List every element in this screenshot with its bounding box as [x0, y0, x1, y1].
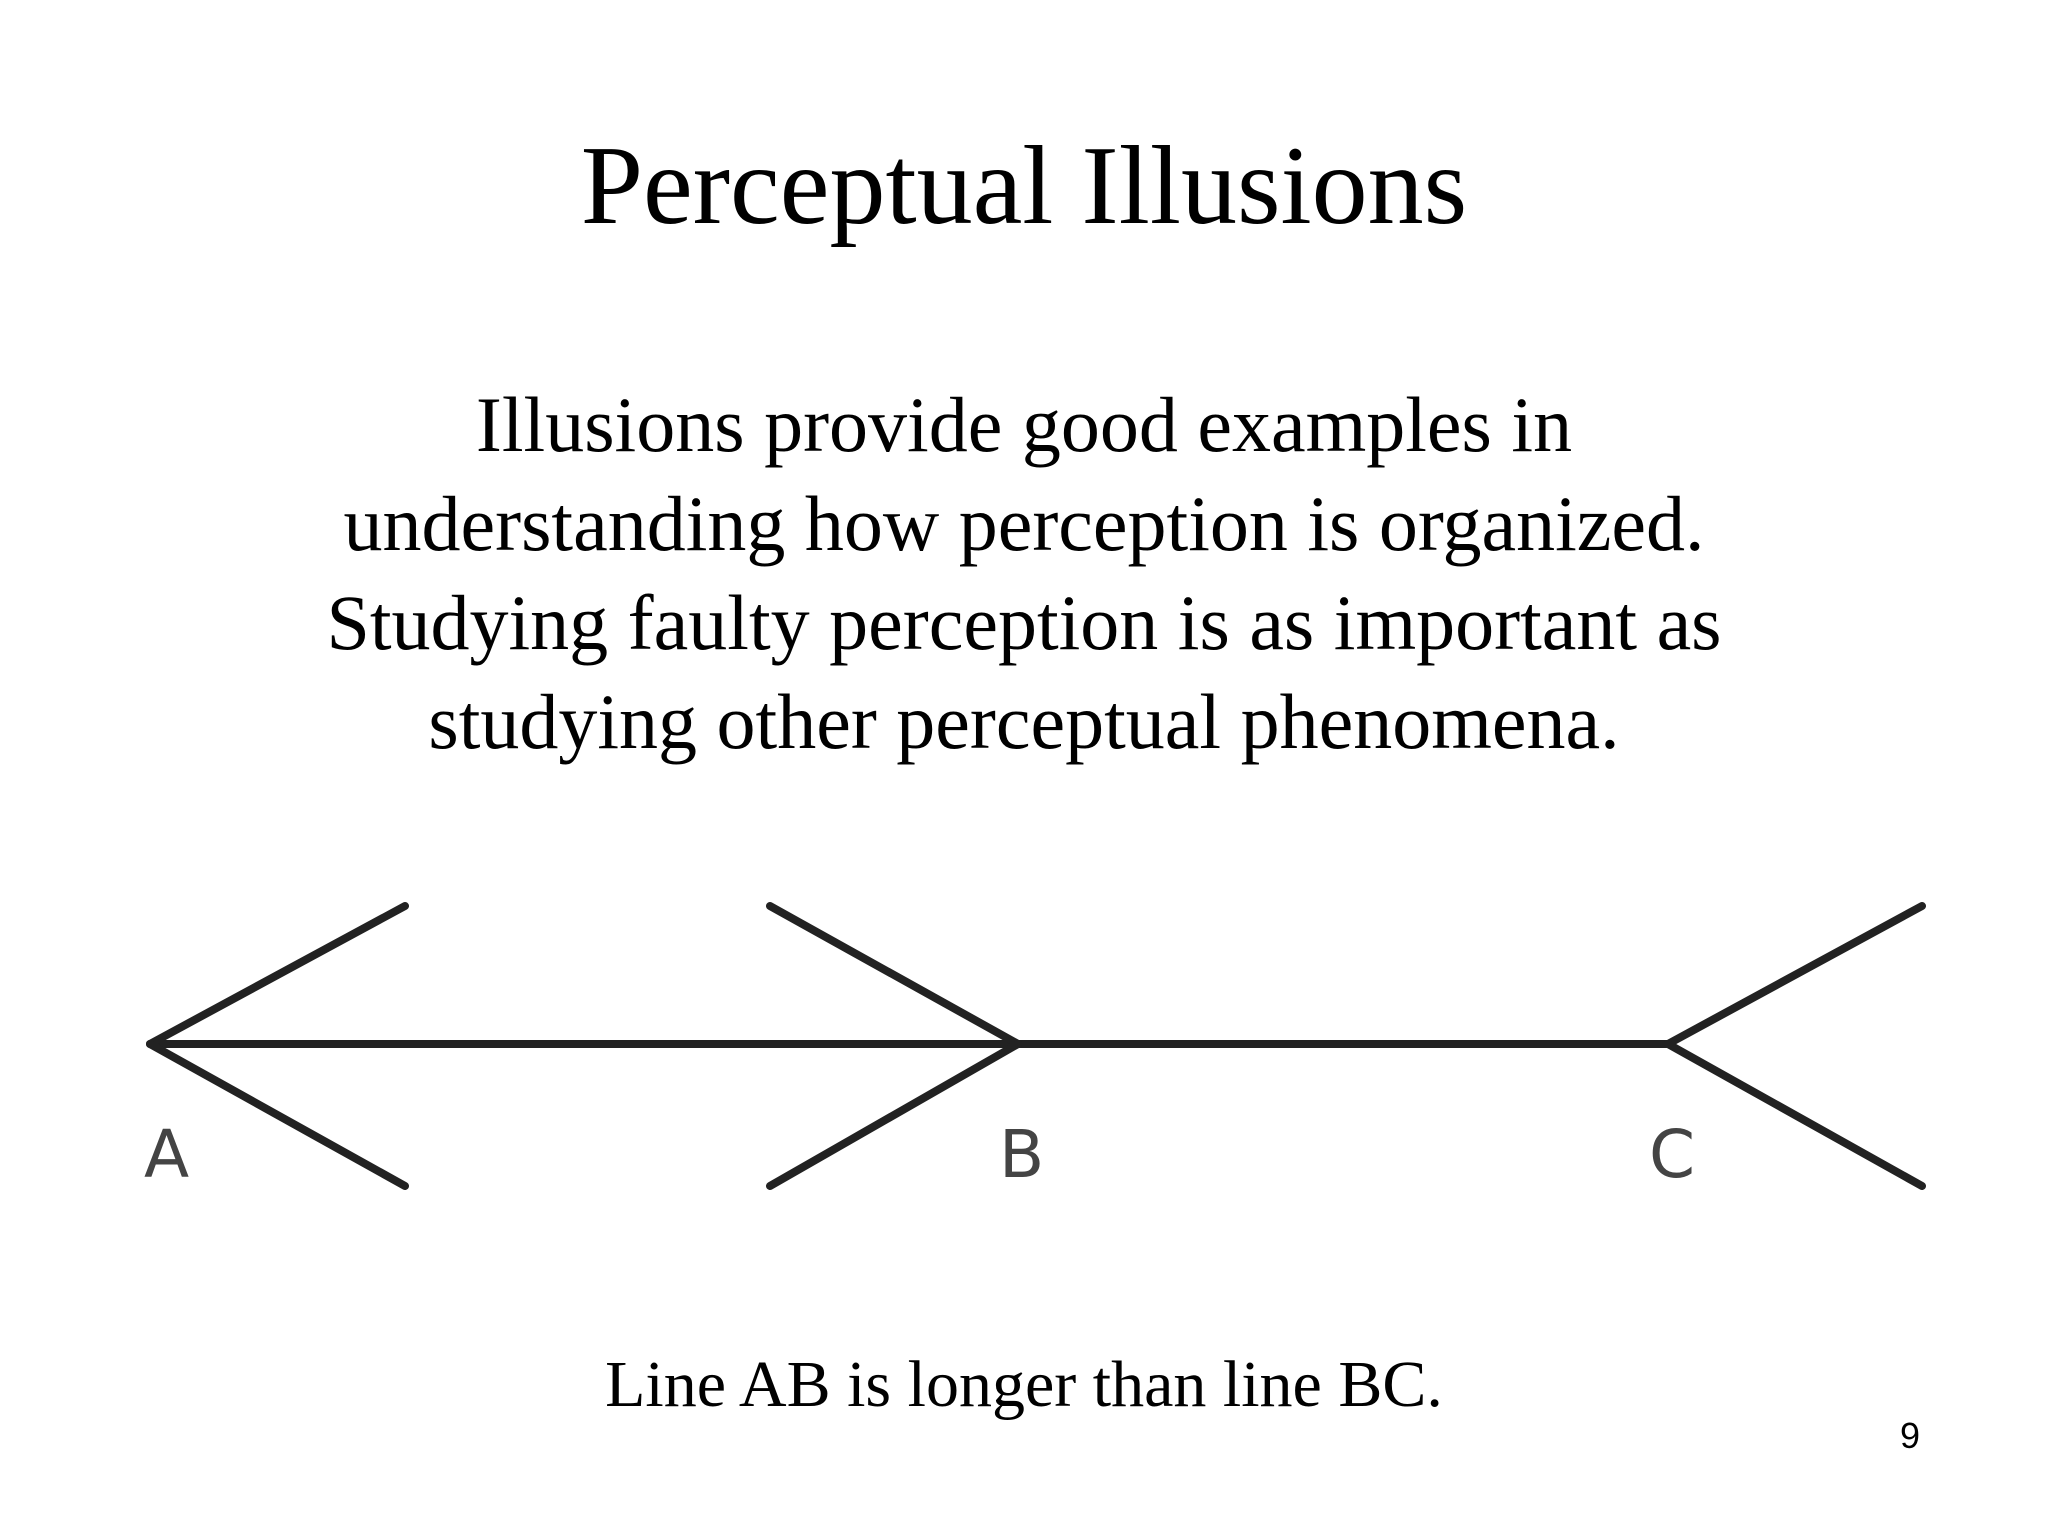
fin-b-lower: [766, 1040, 1022, 1190]
figure-caption: Line AB is longer than line BC.: [605, 1348, 1443, 1421]
slide-body-text: Illusions provide good examples in under…: [150, 375, 1898, 771]
fin-c-upper: [1664, 902, 1926, 1048]
point-label-a: A: [144, 1116, 190, 1193]
slide-title: Perceptual Illusions: [580, 124, 1468, 248]
fin-b-upper: [766, 902, 1022, 1048]
fin-a-upper: [146, 902, 409, 1048]
fin-a-lower: [146, 1040, 409, 1190]
point-label-b: B: [999, 1116, 1045, 1193]
body-line: understanding how perception is organize…: [343, 480, 1705, 567]
page-number: 9: [1900, 1415, 1921, 1456]
body-line: Studying faulty perception is as importa…: [326, 579, 1722, 666]
fin-c-lower: [1664, 1040, 1926, 1190]
body-line: Illusions provide good examples in: [475, 381, 1573, 468]
body-line: studying other perceptual phenomena.: [428, 678, 1620, 765]
point-label-c: C: [1649, 1116, 1696, 1193]
